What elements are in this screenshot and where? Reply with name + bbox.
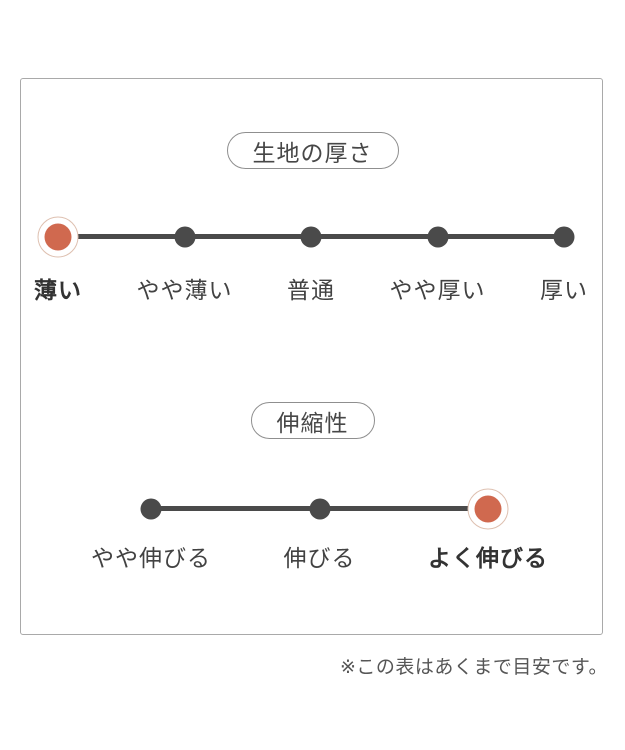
- thickness-title-pill: 生地の厚さ: [226, 132, 399, 169]
- thickness-scale-dot: [174, 226, 195, 248]
- stretch-title: 伸縮性: [276, 409, 349, 436]
- stretch-scale-dot: [140, 498, 162, 520]
- stretch-label-stretches: 伸びる: [283, 545, 356, 571]
- stretch-title-pill: 伸縮性: [250, 402, 375, 439]
- thickness-scale-dot: [300, 226, 322, 248]
- thickness-scale-dot: [553, 226, 575, 248]
- stretch-selected-marker: [467, 488, 509, 530]
- thickness-label-thin: 薄い: [34, 277, 82, 303]
- stretch-selected-dot: [474, 495, 502, 523]
- thickness-title: 生地の厚さ: [252, 139, 373, 166]
- thickness-selected-marker: [37, 216, 79, 258]
- thickness-label-somewhat-thin: やや薄い: [136, 277, 233, 303]
- disclaimer-note: ※この表はあくまで目安です。: [339, 657, 608, 678]
- thickness-selected-dot: [44, 223, 72, 251]
- thickness-label-normal: 普通: [287, 277, 335, 303]
- stretch-label-somewhat: やや伸びる: [91, 545, 211, 571]
- stretch-label-very: よく伸びる: [428, 545, 548, 571]
- thickness-label-somewhat-thick: やや厚い: [389, 277, 486, 303]
- spec-panel: [20, 78, 603, 635]
- thickness-scale-dot: [427, 226, 448, 248]
- thickness-label-thick: 厚い: [540, 277, 588, 303]
- stretch-scale-dot: [309, 498, 330, 520]
